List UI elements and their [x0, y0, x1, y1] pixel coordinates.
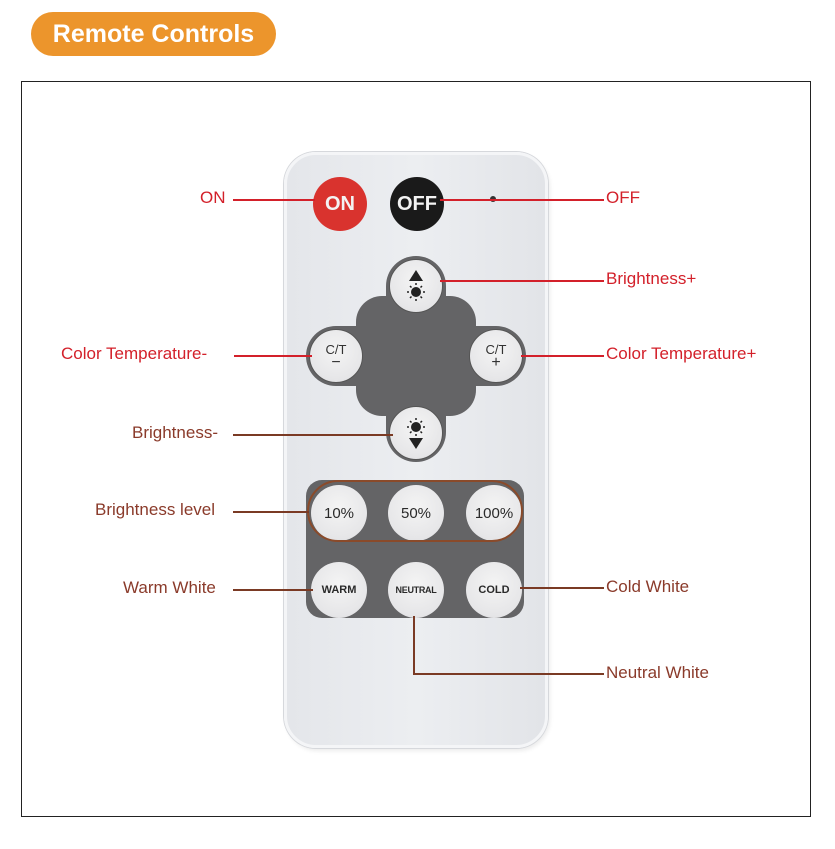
callout-line-color-temp-plus — [521, 355, 604, 357]
off-button[interactable]: OFF — [390, 177, 444, 231]
callout-on: ON — [200, 188, 226, 207]
callout-line-warm-white — [233, 589, 313, 591]
brightness-50-button[interactable]: 50% — [388, 485, 444, 541]
callout-line-brightness-level — [233, 511, 309, 513]
cold-button[interactable]: COLD — [466, 562, 522, 618]
brightness-up-button[interactable] — [389, 259, 443, 313]
brightness-level-highlight — [307, 480, 523, 542]
remote-control-body — [284, 152, 548, 748]
warm-button[interactable]: WARM — [311, 562, 367, 618]
ct-label: C/T — [485, 342, 507, 357]
callout-brightness-level: Brightness level — [95, 500, 216, 519]
callout-line-brightness-minus — [233, 434, 393, 436]
brightness-down-button[interactable] — [389, 406, 443, 460]
on-button[interactable]: ON — [313, 177, 367, 231]
callout-line-on — [233, 199, 315, 201]
sun-down-icon — [407, 418, 425, 449]
callout-line-off — [440, 199, 604, 201]
callout-warm-white: Warm White — [123, 578, 216, 597]
callout-line-brightness-plus — [440, 280, 604, 282]
callout-line-color-temp-minus — [234, 355, 312, 357]
callout-line-neutral-white — [413, 673, 604, 675]
section-title: Remote Controls — [31, 12, 276, 56]
sun-up-icon — [407, 270, 425, 301]
callout-off: OFF — [606, 188, 640, 207]
callout-line-cold-white — [520, 587, 604, 589]
callout-vline-neutral-white — [413, 616, 415, 674]
color-temp-plus-button[interactable]: C/T + — [469, 329, 523, 383]
callout-color-temp-plus: Color Temperature+ — [606, 344, 757, 363]
plus-icon: + — [491, 354, 501, 371]
callout-brightness-plus: Brightness+ — [606, 269, 697, 288]
minus-icon: − — [331, 354, 341, 371]
ct-label: C/T — [325, 342, 347, 357]
color-temp-minus-button[interactable]: C/T − — [309, 329, 363, 383]
dpad-background-center — [356, 296, 476, 416]
diagram-frame — [21, 81, 811, 817]
callout-cold-white: Cold White — [606, 577, 690, 596]
callout-brightness-minus: Brightness- — [132, 423, 218, 442]
callout-color-temp-minus: Color Temperature- — [61, 344, 208, 363]
neutral-button[interactable]: NEUTRAL — [388, 562, 444, 618]
callout-neutral-white: Neutral White — [606, 663, 709, 682]
